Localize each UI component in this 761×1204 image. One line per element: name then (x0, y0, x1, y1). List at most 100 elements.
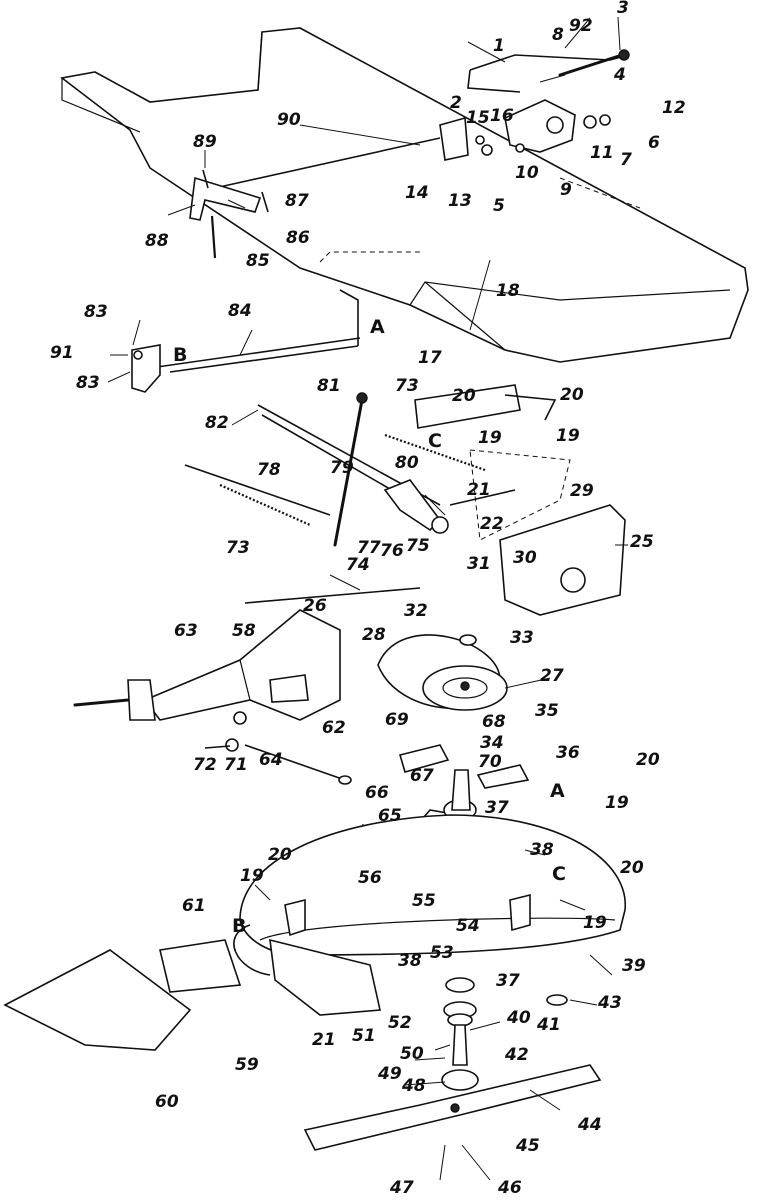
callout-19d: 19 (240, 866, 264, 886)
lift-rod-84 (149, 337, 361, 373)
callout-34: 34 (480, 733, 504, 753)
callout-80: 80 (395, 453, 419, 473)
callout-14: 14 (405, 183, 429, 203)
callout-15: 15 (466, 108, 490, 128)
callout-53: 53 (430, 943, 454, 963)
bracket-13 (439, 116, 469, 161)
letter-B-top: B (173, 344, 188, 366)
callout-64: 64 (259, 750, 283, 770)
callout-81: 81 (317, 376, 341, 396)
callout-52: 52 (388, 1013, 412, 1033)
belt-guard-25 (499, 504, 626, 616)
callout-75: 75 (406, 536, 430, 556)
callout-26: 26 (303, 596, 327, 616)
callout-38a: 38 (530, 840, 554, 860)
callout-20e: 20 (620, 858, 644, 878)
callout-66: 66 (365, 783, 389, 803)
callout-68: 68 (482, 712, 506, 732)
callout-62: 62 (322, 718, 346, 738)
callout-92: 92 (569, 16, 593, 36)
callout-42: 42 (505, 1045, 529, 1065)
callout-29: 29 (570, 481, 594, 501)
callout-19a: 19 (478, 428, 502, 448)
callout-36: 36 (556, 743, 580, 763)
callout-47: 47 (390, 1178, 414, 1198)
callout-48: 48 (402, 1076, 426, 1096)
callout-90: 90 (277, 110, 301, 130)
callout-31: 31 (467, 554, 491, 574)
letter-A-top: A (370, 316, 385, 338)
callout-69: 69 (385, 710, 409, 730)
callout-67: 67 (410, 766, 434, 786)
bracket-69 (398, 744, 450, 773)
callout-72: 72 (193, 755, 217, 775)
callout-56: 56 (358, 868, 382, 888)
callout-20a: 20 (452, 386, 476, 406)
callout-9: 9 (560, 180, 572, 200)
callout-63: 63 (174, 621, 198, 641)
callout-51: 51 (352, 1026, 376, 1046)
callout-11: 11 (590, 143, 614, 163)
quadrant-plate (504, 99, 576, 153)
letter-C-deck: C (552, 863, 566, 885)
cable-64 (244, 744, 346, 781)
callout-59: 59 (235, 1055, 259, 1075)
callout-73a: 73 (395, 376, 419, 396)
callout-58: 58 (232, 621, 256, 641)
callout-86: 86 (286, 228, 310, 248)
callout-76: 76 (380, 541, 404, 561)
callout-3: 3 (617, 0, 629, 18)
callout-7: 7 (620, 150, 632, 170)
chassis-frame (60, 27, 749, 363)
callout-61: 61 (182, 896, 206, 916)
callout-21a: 21 (467, 480, 491, 500)
spring-73a (219, 483, 311, 527)
callout-65: 65 (378, 806, 402, 826)
callout-60: 60 (155, 1092, 179, 1112)
callout-20b: 20 (560, 385, 584, 405)
callout-16: 16 (490, 106, 514, 126)
mower-deck-39 (239, 814, 626, 956)
callout-35: 35 (535, 701, 559, 721)
callout-49: 49 (378, 1064, 402, 1084)
callout-30: 30 (513, 548, 537, 568)
callout-40: 40 (507, 1008, 531, 1028)
callout-27: 27 (540, 666, 564, 686)
callout-44: 44 (578, 1115, 602, 1135)
callout-78: 78 (257, 460, 281, 480)
callout-89: 89 (193, 132, 217, 152)
letter-A-right: A (550, 780, 565, 802)
callout-46: 46 (498, 1178, 522, 1198)
callout-73b: 73 (226, 538, 250, 558)
callout-50: 50 (400, 1044, 424, 1064)
callout-13: 13 (448, 191, 472, 211)
bracket-36 (476, 764, 530, 789)
callout-84: 84 (228, 301, 252, 321)
callout-33: 33 (510, 628, 534, 648)
letter-B-deck: B (232, 915, 247, 937)
callout-19b: 19 (556, 426, 580, 446)
callout-2: 2 (450, 93, 462, 113)
rod-78 (184, 464, 331, 516)
callout-20d: 20 (268, 845, 292, 865)
callout-5: 5 (493, 196, 505, 216)
callout-22: 22 (480, 514, 504, 534)
callout-19c: 19 (605, 793, 629, 813)
callout-55: 55 (412, 891, 436, 911)
deflector-bracket-59 (159, 939, 242, 993)
callout-45: 45 (516, 1136, 540, 1156)
callout-83b: 83 (76, 373, 100, 393)
callout-71: 71 (224, 755, 248, 775)
callout-18: 18 (496, 281, 520, 301)
callout-83a: 83 (84, 302, 108, 322)
callout-38b: 38 (398, 951, 422, 971)
callout-77: 77 (357, 538, 381, 558)
callout-32: 32 (404, 601, 428, 621)
callout-43: 43 (598, 993, 622, 1013)
callout-87: 87 (285, 191, 309, 211)
callout-19e: 19 (583, 913, 607, 933)
lever-81 (333, 398, 364, 547)
discharge-chute-21 (269, 938, 381, 1016)
callout-8: 8 (552, 25, 564, 45)
callout-37b: 37 (496, 971, 520, 991)
